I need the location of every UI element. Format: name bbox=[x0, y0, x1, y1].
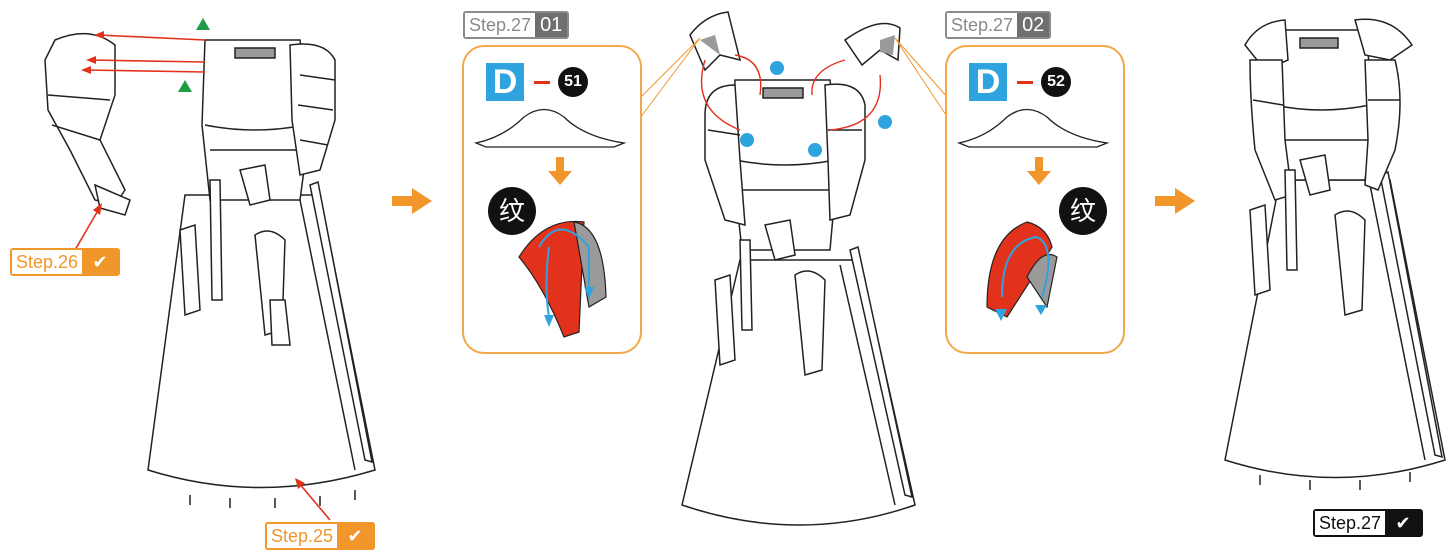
step27-01-number: 01 bbox=[535, 13, 567, 37]
step27-02-tag: Step.27 02 bbox=[945, 11, 1051, 39]
step25-tag: Step.25 ✔ bbox=[265, 522, 375, 550]
check-icon: ✔ bbox=[1385, 511, 1421, 535]
texture-badge: 纹 bbox=[1059, 187, 1107, 235]
instruction-panel-01: D 51 纹 bbox=[462, 45, 642, 354]
step26-tag: Step.26 ✔ bbox=[10, 248, 120, 276]
step27-01-tag: Step.27 01 bbox=[463, 11, 569, 39]
instruction-panel-02: D 52 纹 bbox=[945, 45, 1125, 354]
figure-complete bbox=[1225, 19, 1445, 490]
figure-step27 bbox=[640, 12, 948, 525]
step26-label: Step.26 bbox=[12, 250, 82, 274]
step27-done-tag: Step.27 ✔ bbox=[1313, 509, 1423, 537]
step27-02-number: 02 bbox=[1017, 13, 1049, 37]
orange-arrow-2 bbox=[1155, 188, 1195, 214]
step27-02-label: Step.27 bbox=[947, 13, 1017, 37]
step27-done-label: Step.27 bbox=[1315, 511, 1385, 535]
check-icon: ✔ bbox=[82, 250, 118, 274]
step25-label: Step.25 bbox=[267, 524, 337, 548]
texture-badge: 纹 bbox=[488, 187, 536, 235]
orange-arrow-1 bbox=[392, 188, 432, 214]
step27-01-label: Step.27 bbox=[465, 13, 535, 37]
check-icon: ✔ bbox=[337, 524, 373, 548]
